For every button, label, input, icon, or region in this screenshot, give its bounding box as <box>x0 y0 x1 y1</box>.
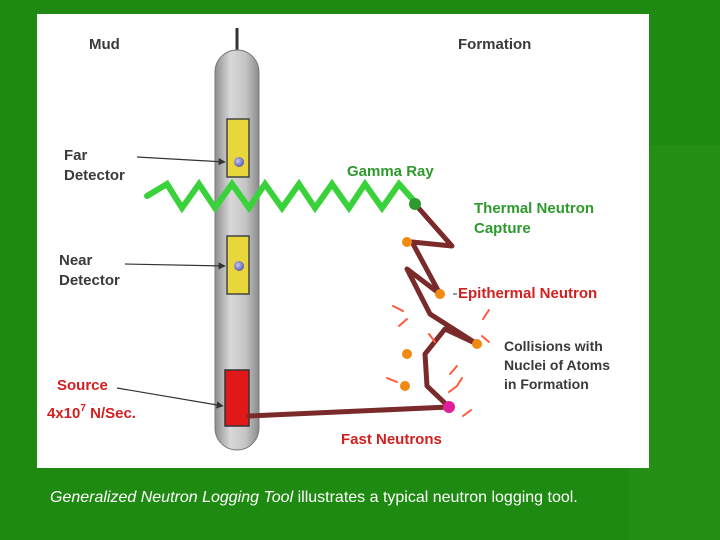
far-detector-label-1: Far <box>64 147 88 164</box>
thermal-capture-icon <box>409 198 421 210</box>
gamma-ray-wave <box>144 178 418 214</box>
collisions-label-3: in Formation <box>504 376 589 392</box>
far-detector <box>226 118 250 178</box>
near-detector-label-1: Near <box>59 252 93 269</box>
source-rate-label: 4x107 N/Sec. <box>47 403 136 422</box>
near-detector-sensor-icon <box>234 261 244 271</box>
formation-label: Formation <box>458 36 531 53</box>
collision-burst-icons <box>386 305 490 417</box>
neutron-path <box>404 201 480 410</box>
far-detector-arrow <box>136 156 226 166</box>
neutron-source <box>224 369 250 427</box>
caption-italic: Generalized Neutron Logging Tool <box>50 489 294 506</box>
fast-neutron-icon <box>443 401 455 413</box>
near-detector-arrow <box>124 262 226 270</box>
far-detector-sensor-icon <box>234 157 244 167</box>
neutron-logging-diagram: Mud Formation Far Detector Near Detector… <box>37 14 649 468</box>
nucleus-icons <box>400 237 482 391</box>
source-arrow <box>116 387 224 409</box>
gamma-ray-label: Gamma Ray <box>347 163 434 180</box>
thermal-neutron-label-2: Capture <box>474 220 531 237</box>
thermal-neutron-label-1: Thermal Neutron <box>474 200 594 217</box>
epithermal-neutron-label: Epithermal Neutron <box>458 285 597 302</box>
mud-label: Mud <box>89 36 120 53</box>
collisions-label-2: Nuclei of Atoms <box>504 357 610 373</box>
fast-neutrons-label: Fast Neutrons <box>341 431 442 448</box>
caption-rest: illustrates a typical neutron logging to… <box>293 489 578 506</box>
collisions-label-1: Collisions with <box>504 338 603 354</box>
far-detector-label-2: Detector <box>64 167 125 184</box>
figure-caption: Generalized Neutron Logging Tool illustr… <box>50 489 690 507</box>
source-label: Source <box>57 377 108 394</box>
fast-neutron-path <box>246 404 452 419</box>
near-detector-label-2: Detector <box>59 272 120 289</box>
